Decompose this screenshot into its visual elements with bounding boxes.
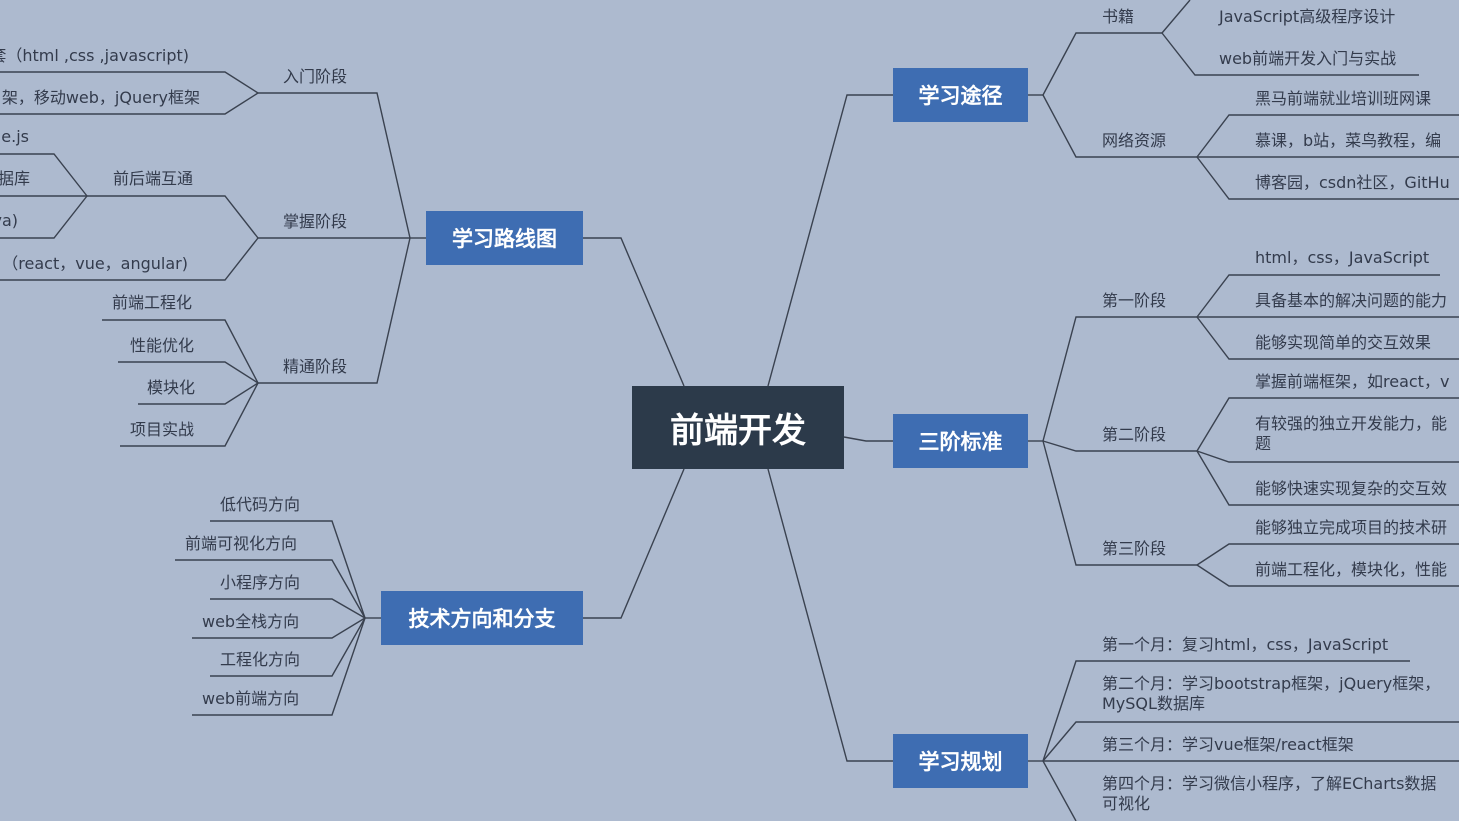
topic-proficient-stage[interactable]: 精通阶段 [283, 357, 348, 376]
frontend-backend-item[interactable]: de.js [0, 127, 29, 146]
stage-3-item[interactable]: 前端工程化，模块化，性能 [1255, 560, 1448, 579]
central-topic[interactable]: 前端开发 [632, 386, 844, 469]
proficient-item[interactable]: 性能优化 [130, 336, 195, 355]
direction-item[interactable]: web前端方向 [202, 689, 300, 708]
direction-item[interactable]: 低代码方向 [220, 495, 301, 514]
beginner-item[interactable]: 套（html ,css ,javascript) [0, 46, 189, 65]
beginner-item[interactable]: 架，移动web，jQuery框架 [1, 88, 200, 107]
book-item[interactable]: JavaScript高级程序设计 [1219, 7, 1396, 26]
direction-item[interactable]: web全栈方向 [202, 612, 300, 631]
stage-1-item[interactable]: 能够实现简单的交互效果 [1255, 333, 1432, 352]
book-item[interactable]: web前端开发入门与实战 [1219, 49, 1397, 68]
topic-stage-1[interactable]: 第一阶段 [1102, 291, 1167, 310]
framework-item[interactable]: （react，vue，angular) [2, 254, 188, 273]
stage-3-item[interactable]: 能够独立完成项目的技术研 [1255, 518, 1448, 537]
branch-learning-paths[interactable]: 学习途径 [893, 68, 1028, 122]
stage-2-item[interactable]: 掌握前端框架，如react，v [1255, 372, 1450, 391]
online-resource-item[interactable]: 博客园，csdn社区，GitHu [1255, 173, 1450, 192]
stage-1-item[interactable]: html，css，JavaScript [1255, 248, 1430, 267]
stage-2-item[interactable]: 能够快速实现复杂的交互效 [1255, 479, 1448, 498]
proficient-item[interactable]: 项目实战 [130, 420, 195, 439]
topic-frontend-backend[interactable]: 前后端互通 [113, 169, 194, 188]
online-resource-item[interactable]: 慕课，b站，菜鸟教程，编 [1255, 131, 1442, 150]
topic-mastery-stage[interactable]: 掌握阶段 [283, 212, 348, 231]
topic-stage-3[interactable]: 第三阶段 [1102, 539, 1167, 558]
frontend-backend-item[interactable]: va) [0, 211, 18, 230]
plan-month-item[interactable]: 第三个月：学习vue框架/react框架 [1102, 735, 1354, 754]
stage-2-item[interactable]: 有较强的独立开发能力，能 题 [1255, 414, 1448, 453]
branch-learning-roadmap[interactable]: 学习路线图 [426, 211, 583, 265]
direction-item[interactable]: 前端可视化方向 [185, 534, 298, 553]
direction-item[interactable]: 小程序方向 [220, 573, 301, 592]
plan-month-item[interactable]: 第二个月：学习bootstrap框架，jQuery框架， MySQL数据库 [1102, 674, 1441, 713]
branch-three-stage-standard[interactable]: 三阶标准 [893, 414, 1028, 468]
topic-books[interactable]: 书籍 [1102, 7, 1135, 26]
frontend-backend-item[interactable]: 据库 [0, 169, 30, 188]
topic-stage-2[interactable]: 第二阶段 [1102, 425, 1167, 444]
online-resource-item[interactable]: 黑马前端就业培训班网课 [1255, 89, 1432, 108]
plan-month-item[interactable]: 第四个月：学习微信小程序，了解ECharts数据 可视化 [1102, 774, 1437, 813]
branch-tech-directions[interactable]: 技术方向和分支 [381, 591, 583, 645]
direction-item[interactable]: 工程化方向 [220, 650, 301, 669]
stage-1-item[interactable]: 具备基本的解决问题的能力 [1255, 291, 1448, 310]
topic-online-resources[interactable]: 网络资源 [1102, 131, 1167, 150]
plan-month-item[interactable]: 第一个月：复习html，css，JavaScript [1102, 635, 1389, 654]
proficient-item[interactable]: 模块化 [147, 378, 196, 397]
branch-study-plan[interactable]: 学习规划 [893, 734, 1028, 788]
topic-beginner-stage[interactable]: 入门阶段 [283, 67, 348, 86]
proficient-item[interactable]: 前端工程化 [112, 293, 193, 312]
